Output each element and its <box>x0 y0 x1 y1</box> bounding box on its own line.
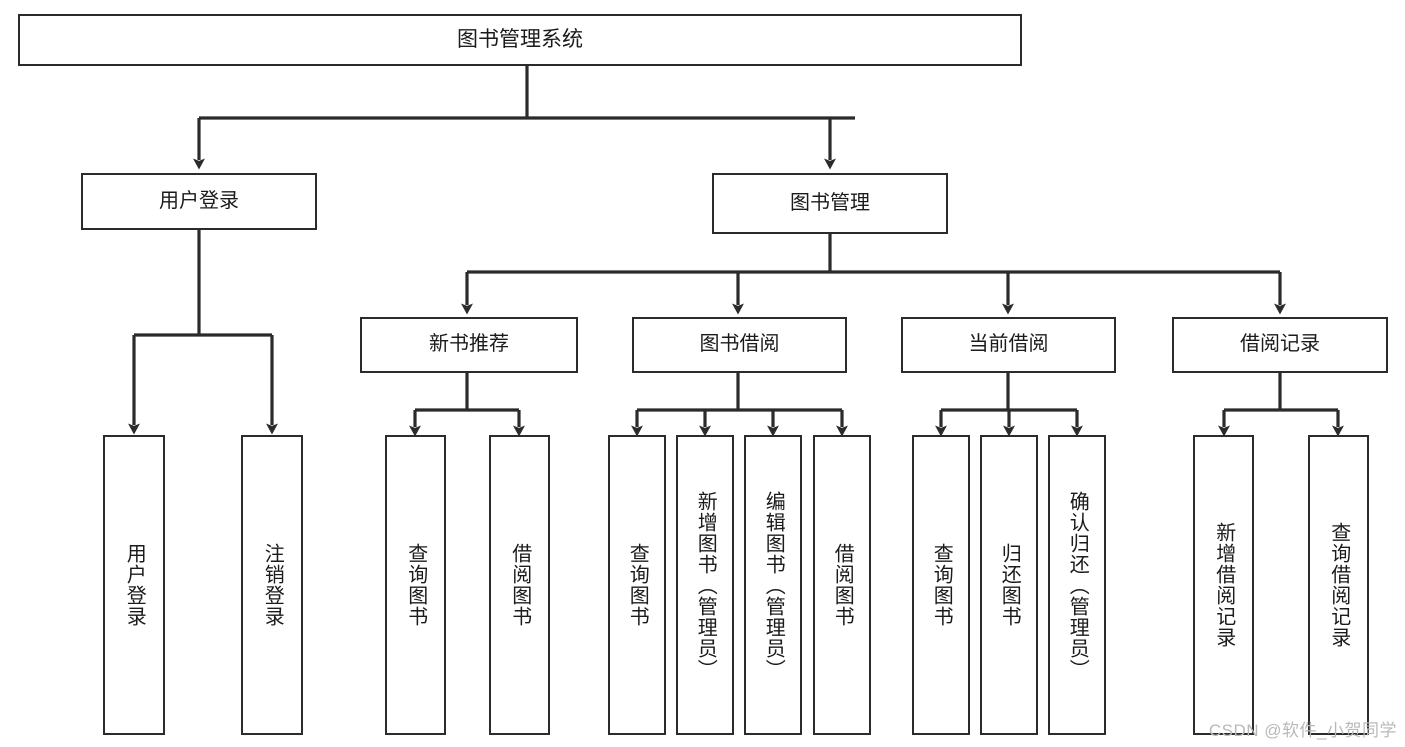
node-label: 查询借阅记录 <box>1327 522 1350 648</box>
node-new-book-recommendation[interactable]: 新书推荐 <box>360 317 578 373</box>
leaf-edit-book-admin[interactable]: 编辑图书（管理员） <box>744 435 802 735</box>
node-borrowing-records[interactable]: 借阅记录 <box>1172 317 1388 373</box>
node-book-borrowing[interactable]: 图书借阅 <box>632 317 847 373</box>
leaf-user-login[interactable]: 用户登录 <box>103 435 165 735</box>
node-label: 当前借阅 <box>968 333 1049 356</box>
leaf-query-book-new-recommendation[interactable]: 查询图书 <box>385 435 446 735</box>
node-label: 图书管理 <box>790 191 870 214</box>
node-label: 新增图书（管理员） <box>694 490 717 680</box>
node-label: 编辑图书（管理员） <box>762 490 785 680</box>
node-current-borrowing[interactable]: 当前借阅 <box>901 317 1116 373</box>
leaf-confirm-return-admin[interactable]: 确认归还（管理员） <box>1048 435 1106 735</box>
node-label: 借阅图书 <box>508 543 531 627</box>
leaf-borrow-book-new-recommendation[interactable]: 借阅图书 <box>489 435 550 735</box>
node-label: 用户登录 <box>123 543 146 627</box>
node-label: 查询图书 <box>404 543 427 627</box>
leaf-return-book[interactable]: 归还图书 <box>980 435 1038 735</box>
leaf-query-book-current[interactable]: 查询图书 <box>912 435 970 735</box>
node-root-book-management-system[interactable]: 图书管理系统 <box>18 14 1022 66</box>
node-label: 新增借阅记录 <box>1212 522 1235 648</box>
node-label: 用户登录 <box>159 189 239 212</box>
node-user-login[interactable]: 用户登录 <box>81 173 317 230</box>
node-label: 确认归还（管理员） <box>1066 490 1089 680</box>
node-label: 图书借阅 <box>699 333 780 356</box>
node-label: 借阅记录 <box>1240 333 1320 356</box>
node-label: 归还图书 <box>998 543 1021 627</box>
leaf-user-logout[interactable]: 注销登录 <box>241 435 303 735</box>
node-book-management[interactable]: 图书管理 <box>712 173 948 234</box>
leaf-add-book-admin[interactable]: 新增图书（管理员） <box>676 435 734 735</box>
node-label: 图书管理系统 <box>457 27 583 51</box>
node-label: 新书推荐 <box>429 333 509 356</box>
leaf-query-borrow-record[interactable]: 查询借阅记录 <box>1308 435 1369 735</box>
node-label: 借阅图书 <box>831 543 854 627</box>
leaf-borrow-book-borrowing[interactable]: 借阅图书 <box>813 435 871 735</box>
node-label: 注销登录 <box>261 543 284 627</box>
node-label: 查询图书 <box>930 543 953 627</box>
node-label: 查询图书 <box>626 543 649 627</box>
leaf-query-book-borrowing[interactable]: 查询图书 <box>608 435 666 735</box>
leaf-add-borrow-record[interactable]: 新增借阅记录 <box>1193 435 1254 735</box>
